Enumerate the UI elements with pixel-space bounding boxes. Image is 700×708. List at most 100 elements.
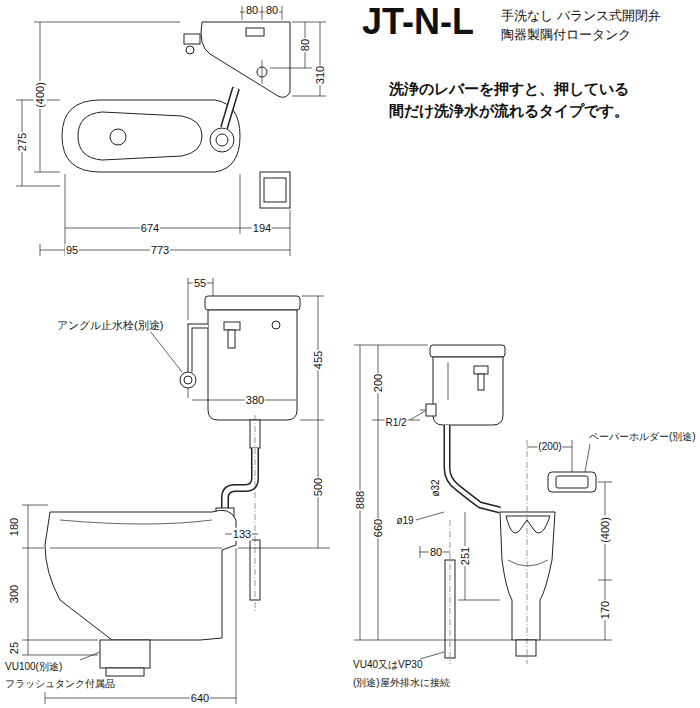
side-view	[500, 512, 555, 640]
dimension-line	[416, 512, 444, 520]
dimension-line	[302, 296, 324, 297]
plan-view	[246, 28, 264, 36]
subtitle: 手洗なし バランス式開閉弁 陶器製隅付ロータンク	[500, 6, 694, 44]
dimension-line	[300, 420, 324, 421]
dimension-line	[354, 345, 612, 659]
dimension-line	[16, 186, 60, 187]
front-view	[45, 510, 236, 640]
dimension: ø19	[395, 515, 414, 527]
plan-view	[224, 88, 236, 128]
part-label: VU40又はVP30	[352, 659, 423, 671]
side-view	[447, 425, 500, 510]
dimension-line	[540, 640, 612, 641]
side-view	[420, 410, 426, 411]
dimension: 310	[314, 65, 327, 85]
front-view	[224, 322, 240, 330]
side-view	[516, 640, 536, 656]
side-view	[447, 425, 500, 510]
dimension: 660	[372, 518, 385, 538]
dimension-line	[213, 278, 214, 296]
dimension: 80	[265, 4, 279, 17]
dimension-line	[598, 482, 612, 483]
dimension: (200)	[537, 441, 562, 453]
dimension: 95	[65, 244, 79, 257]
dimension-line	[240, 174, 241, 234]
side-view	[420, 345, 596, 664]
dimension-line	[22, 505, 48, 506]
dimension: (400)	[599, 516, 612, 544]
dimension: 133	[232, 528, 252, 541]
front-view	[45, 296, 300, 676]
dimension-line	[585, 444, 590, 472]
dimension-line	[16, 6, 326, 256]
dimension: 170	[599, 600, 612, 620]
dimension-line	[318, 296, 319, 548]
dimension: 500	[312, 477, 325, 497]
side-view	[506, 516, 550, 533]
dimension: 275	[16, 132, 29, 152]
front-view	[208, 310, 297, 420]
part-label: ペーパーホルダー(別途)	[588, 431, 697, 443]
plan-view	[224, 88, 236, 128]
front-view	[272, 321, 280, 329]
dimension: 25	[8, 641, 21, 655]
dimension-line	[22, 548, 44, 549]
dimension-line	[34, 22, 180, 23]
side-view	[433, 357, 503, 425]
dimension: ø32	[430, 478, 442, 497]
dimension-line	[410, 411, 425, 420]
dimension-line	[34, 172, 60, 173]
dimension-line	[262, 6, 263, 20]
dimension-line	[572, 440, 573, 472]
plan-view	[78, 112, 202, 160]
part-label: (別途)屋外排水に接続	[352, 677, 451, 689]
dimension: 200	[372, 373, 385, 393]
plan-view	[216, 134, 228, 146]
plan-view	[260, 172, 290, 208]
part-label: R1/2	[384, 417, 407, 429]
front-view	[190, 326, 208, 372]
part-label: フラッシュタンク付属品	[4, 678, 116, 690]
plan-view	[262, 60, 263, 84]
dimension: 80	[299, 38, 312, 52]
side-view	[448, 362, 449, 400]
dimension: 251	[459, 546, 472, 566]
plan-view	[184, 34, 200, 44]
dimension-line	[458, 600, 500, 601]
dimension-line	[22, 640, 98, 641]
dimension: 455	[312, 350, 325, 370]
dimension-line	[420, 652, 444, 659]
description: 洗浄のレバーを押すと、押している 間だけ洗浄水が流れるタイプです。	[388, 78, 672, 122]
front-view	[188, 388, 189, 398]
plan-view	[201, 22, 290, 97]
dimension: 300	[8, 584, 21, 604]
front-view	[50, 548, 222, 549]
side-view	[508, 560, 548, 566]
dimension-line	[242, 6, 243, 20]
plan-view	[186, 46, 194, 54]
side-view	[450, 520, 451, 664]
dimension-line	[188, 278, 189, 320]
dimension-line	[28, 505, 29, 655]
plan-view	[62, 22, 290, 208]
part-label: アングル止水栓(別途)	[56, 319, 164, 332]
front-view	[190, 326, 208, 372]
front-view	[180, 372, 196, 388]
dimension-line	[292, 22, 326, 23]
dimension-line	[292, 96, 326, 97]
dimension: 380	[245, 394, 265, 407]
dimension: 80	[429, 546, 443, 559]
plan-view	[264, 178, 286, 202]
part-label: VU100(別途)	[4, 661, 63, 673]
front-view	[225, 448, 255, 512]
dimension: 888	[354, 490, 367, 510]
dimension-line	[80, 652, 100, 660]
side-view	[430, 345, 505, 357]
side-view	[548, 472, 596, 492]
dimension-line	[22, 278, 330, 704]
side-view	[527, 440, 528, 664]
side-view	[478, 374, 484, 390]
dimension-line	[282, 6, 283, 20]
front-view	[100, 640, 150, 668]
